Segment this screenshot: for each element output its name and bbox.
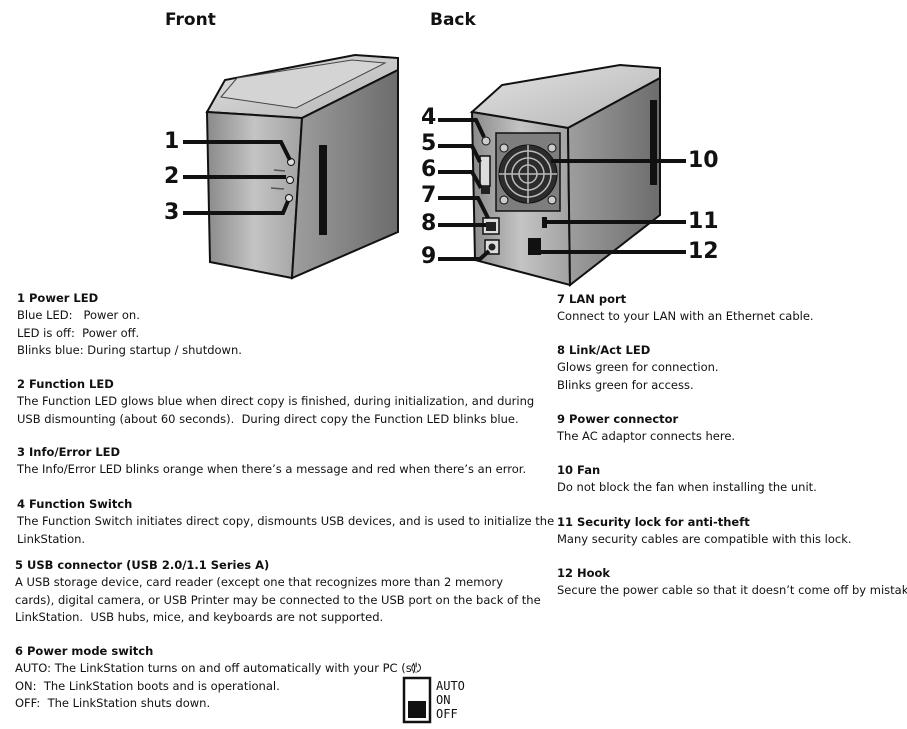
section-line: LED is off: Power off. [17,325,140,340]
section-hook: 12 Hook Secure the power cable so that i… [557,565,907,600]
front-heading: Front [165,10,216,30]
switch-label-off: OFF [436,707,458,721]
section-power-mode-switch: 6 Power mode switch AUTO: The LinkStatio… [15,643,420,712]
section-line: Blue LED: Power on. [17,308,140,323]
section-function-led: 2 Function LED The Function LED glows bl… [17,376,534,428]
section-title: 9 Power connector [557,412,679,426]
section-line: USB dismounting (about 60 seconds). Duri… [17,411,519,426]
callout-12: 12 [688,239,719,264]
back-leader-lines [438,118,686,261]
callout-11: 11 [688,209,719,234]
front-leader-lines [183,140,292,215]
power-icon: ⏻ [411,661,422,676]
power-mode-switch-graphic [402,676,432,724]
switch-label-auto: AUTO [436,679,465,693]
callout-5: 5 [421,131,437,156]
section-link-act-led: 8 Link/Act LED Glows green for connectio… [557,342,719,394]
section-power-led: 1 Power LED Blue LED: Power on. LED is o… [17,290,242,359]
section-lan-port: 7 LAN port Connect to your LAN with an E… [557,291,814,326]
section-line: The Function Switch initiates direct cop… [17,514,555,529]
section-line: AUTO: The LinkStation turns on and off a… [15,661,420,676]
section-title: 7 LAN port [557,292,627,306]
back-heading: Back [430,10,476,30]
callout-10: 10 [688,148,719,173]
section-power-connector: 9 Power connector The AC adaptor connect… [557,411,735,446]
front-unit [205,53,399,280]
section-title: 10 Fan [557,463,601,477]
section-title: 12 Hook [557,566,611,580]
callout-6: 6 [421,157,437,182]
section-usb-connector: 5 USB connector (USB 2.0/1.1 Series A) A… [15,557,541,626]
back-unit [469,63,661,288]
section-title: 8 Link/Act LED [557,343,651,357]
section-function-switch: 4 Function Switch The Function Switch in… [17,496,554,548]
section-line: A USB storage device, card reader (excep… [15,575,504,590]
section-line: Do not block the fan when installing the… [557,480,817,495]
callout-2: 2 [164,164,180,189]
section-title: 4 Function Switch [17,497,133,511]
callout-7: 7 [421,183,437,208]
section-line: Connect to your LAN with an Ethernet cab… [557,309,814,324]
callout-8: 8 [421,211,437,236]
section-line: ON: The LinkStation boots and is operati… [15,678,280,693]
section-line: cards), digital camera, or USB Printer m… [15,592,541,607]
section-fan: 10 Fan Do not block the fan when install… [557,462,817,497]
section-title: 2 Function LED [17,377,114,391]
section-line: Secure the power cable so that it doesn’… [557,583,907,598]
section-security-lock: 11 Security lock for anti-theft Many sec… [557,514,852,549]
callout-3: 3 [164,200,180,225]
section-line: Many security cables are compatible with… [557,532,852,547]
section-line: LinkStation. [17,531,86,546]
section-line: OFF: The LinkStation shuts down. [15,695,211,710]
callout-4: 4 [421,105,437,130]
section-title: 5 USB connector (USB 2.0/1.1 Series A) [15,558,270,572]
switch-label-on: ON [436,693,451,707]
section-info-error-led: 3 Info/Error LED The Info/Error LED blin… [17,444,526,479]
section-line: LinkStation. USB hubs, mice, and keyboar… [15,609,384,624]
section-title: 1 Power LED [17,291,99,305]
section-line: Blinks blue: During startup / shutdown. [17,342,242,357]
callout-9: 9 [421,244,437,269]
callout-1: 1 [164,129,180,154]
section-title: 3 Info/Error LED [17,445,121,459]
section-line: The AC adaptor connects here. [557,429,736,444]
section-title: 6 Power mode switch [15,644,154,658]
section-line: The Function LED glows blue when direct … [17,394,535,409]
section-line: The Info/Error LED blinks orange when th… [17,462,527,477]
section-line: Glows green for connection. [557,360,719,375]
section-line: Blinks green for access. [557,377,694,392]
section-title: 11 Security lock for anti-theft [557,515,750,529]
